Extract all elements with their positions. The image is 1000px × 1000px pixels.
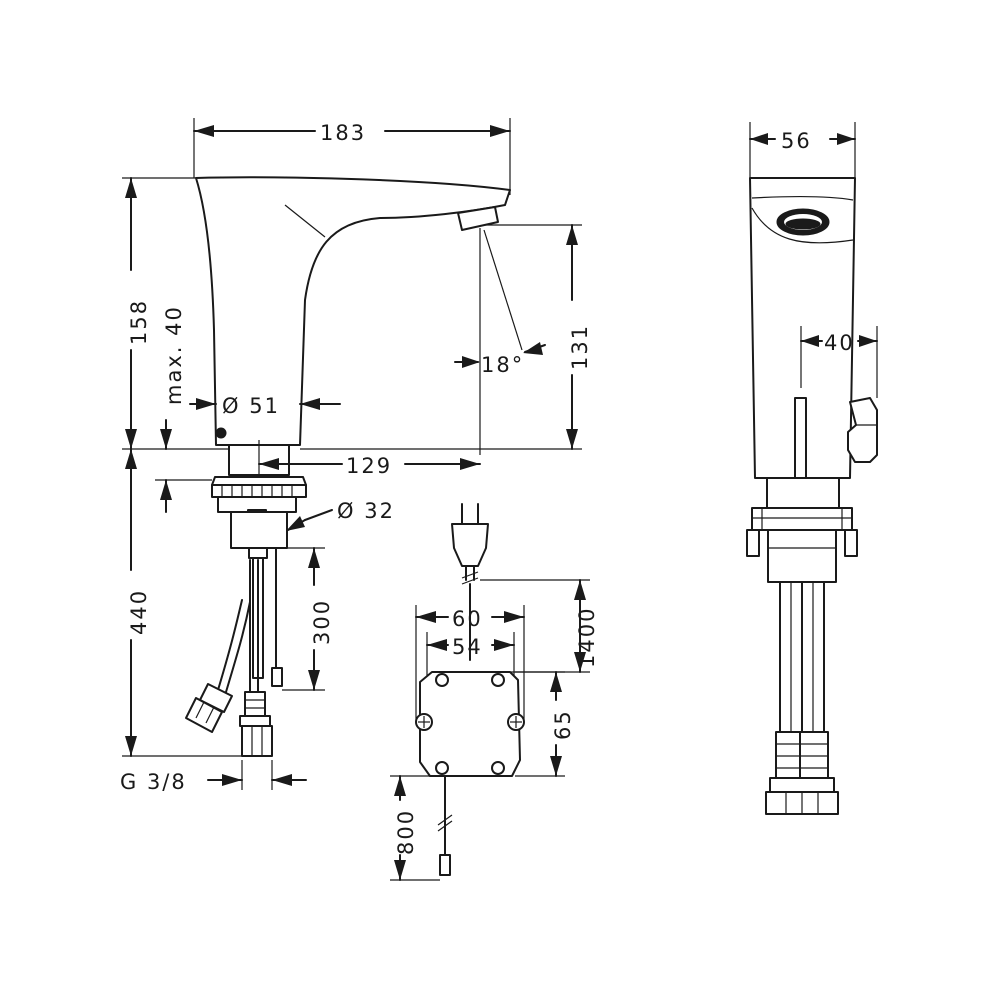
dim-60-label: 60 — [452, 607, 483, 631]
side-dimensions: 56 40 — [749, 122, 878, 398]
dim-dia51-label: Ø 51 — [222, 394, 280, 418]
dim-max40-label: max. 40 — [162, 305, 186, 405]
dim-131-label: 131 — [568, 324, 592, 370]
dim-65-label: 65 — [551, 709, 575, 740]
front-dimensions: 183 158 max. 40 Ø 51 18° — [120, 118, 592, 794]
dim-300-label: 300 — [310, 599, 334, 645]
faucet-front-view — [185, 176, 511, 757]
psu-dimensions: 1400 60 54 65 800 — [390, 579, 599, 881]
dim-side40-label: 40 — [824, 331, 855, 355]
dim-158-label: 158 — [127, 299, 151, 345]
dim-129-label: 129 — [346, 454, 392, 478]
dim-dia32-label: Ø 32 — [337, 499, 395, 523]
dim-54-label: 54 — [452, 635, 483, 659]
dim-183-label: 183 — [320, 121, 366, 145]
dim-18deg-label: 18° — [481, 353, 524, 377]
power-supply-unit — [415, 503, 525, 876]
dim-800-label: 800 — [394, 809, 418, 855]
faucet-side-view — [746, 177, 878, 815]
dim-56-label: 56 — [781, 129, 812, 153]
dim-440-label: 440 — [127, 589, 151, 635]
dim-1400-label: 1400 — [575, 607, 599, 668]
dim-g38-label: G 3/8 — [120, 770, 187, 794]
